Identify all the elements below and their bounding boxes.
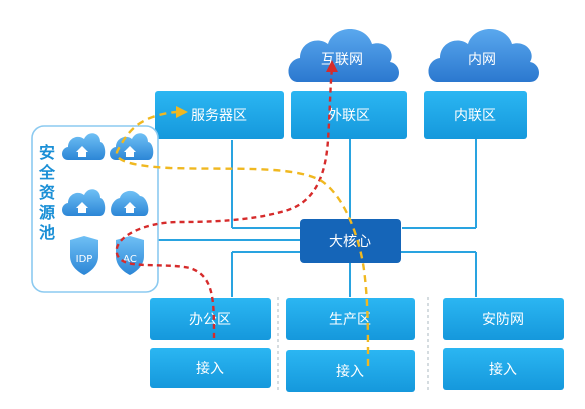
security-cloud-icon [110, 133, 154, 160]
office-zone-label: 办公区 [189, 312, 231, 328]
idp-label: IDP [76, 254, 93, 265]
security-net-box: 安防网 [443, 298, 564, 340]
yellow-traffic-path [115, 110, 370, 367]
pool-char-5: 池 [39, 223, 55, 242]
red-traffic-path [115, 67, 334, 339]
pool-char-2: 全 [38, 163, 56, 182]
red-arrowhead [326, 60, 338, 72]
server-zone-box: 服务器区 [155, 91, 284, 139]
idp-shield-icon: IDP [70, 236, 98, 275]
security-net-label: 安防网 [482, 312, 524, 328]
connector-lines [148, 138, 477, 297]
intranet-label: 内网 [468, 52, 496, 68]
internal-zone-label: 内联区 [454, 108, 496, 124]
internet-cloud: 互联网 [288, 29, 399, 82]
yellow-arrowhead [176, 106, 188, 118]
access-box-2: 接入 [286, 350, 415, 392]
ac-label: AC [123, 254, 137, 265]
security-cloud-icon [62, 189, 106, 216]
external-zone-label: 外联区 [328, 108, 370, 124]
pool-char-1: 安 [39, 143, 55, 162]
security-cloud-icon [111, 190, 149, 216]
ac-shield-icon: AC [116, 236, 144, 275]
internet-label: 互联网 [321, 52, 363, 68]
access-box-1: 接入 [150, 348, 271, 388]
access-label-3: 接入 [489, 361, 517, 378]
core-box: 大核心 [300, 219, 401, 263]
access-label-2: 接入 [336, 363, 364, 380]
pool-char-3: 资 [39, 183, 55, 202]
production-zone-label: 生产区 [329, 312, 371, 328]
production-zone-box: 生产区 [286, 298, 415, 340]
security-resource-pool: 安 全 资 源 池 IDP [31, 125, 159, 293]
security-cloud-icon [62, 133, 106, 160]
access-box-3: 接入 [443, 348, 564, 390]
internal-zone-box: 内联区 [424, 91, 527, 139]
access-label-1: 接入 [196, 360, 224, 377]
server-zone-label: 服务器区 [191, 108, 247, 124]
intranet-cloud: 内网 [428, 29, 539, 82]
zone-separators [277, 297, 429, 392]
external-zone-box: 外联区 [291, 91, 407, 139]
office-zone-box: 办公区 [150, 298, 271, 340]
core-label: 大核心 [329, 234, 371, 250]
pool-char-4: 源 [39, 203, 55, 222]
